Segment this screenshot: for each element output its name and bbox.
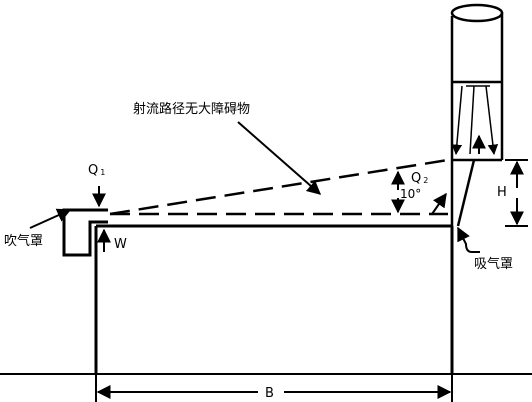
blowing-hood xyxy=(62,208,108,257)
tank-body xyxy=(94,224,454,374)
suction-hood-label: 吸气罩 xyxy=(474,256,513,272)
hood-baffles xyxy=(451,85,499,156)
suction-hood-leader xyxy=(457,226,480,253)
w-label: W xyxy=(114,237,127,252)
jet-path-label: 射流路径无大障碍物 xyxy=(133,101,250,117)
q2-arrow xyxy=(431,192,447,215)
h-label: H xyxy=(497,185,507,200)
blow-hood-label: 吹气罩 xyxy=(4,233,43,249)
angle-label: 10° xyxy=(400,187,421,201)
exhaust-duct xyxy=(450,3,504,82)
b-dimension xyxy=(95,374,453,402)
jet-label-leader xyxy=(237,121,322,195)
blow-hood-leader xyxy=(29,208,72,229)
b-label: B xyxy=(265,386,274,401)
h-dimension xyxy=(505,159,528,227)
suction-hood xyxy=(450,80,504,227)
